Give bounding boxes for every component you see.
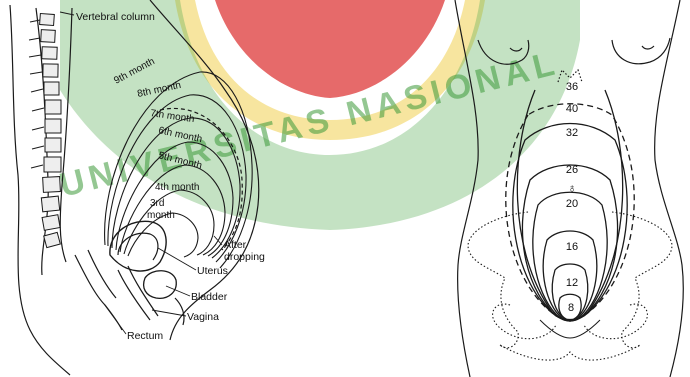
label-dropping: dropping — [224, 251, 265, 263]
week-label-40: 40 — [566, 103, 578, 115]
vertebrae — [40, 14, 61, 248]
right-breast — [612, 38, 670, 64]
month-label-3rd: 3rd — [150, 198, 164, 209]
leader-uterus — [158, 248, 196, 270]
rectum — [75, 250, 122, 330]
week-label-8: 8 — [568, 302, 574, 314]
label-rectum: Rectum — [127, 330, 163, 342]
bladder — [144, 271, 177, 299]
week-label-16: 16 — [566, 241, 578, 253]
pubic-bone — [175, 298, 184, 325]
ring-32 — [513, 124, 627, 321]
watermark: UNIVERSITAS NASIONAL — [56, 0, 580, 230]
month-label-3rd-month: month — [147, 210, 175, 221]
month-label-4: 4th month — [155, 182, 199, 193]
spinous-processes — [29, 20, 44, 168]
week-label-26: 26 — [566, 164, 578, 176]
leader-rectum — [104, 304, 126, 334]
week-label-12: 12 — [566, 277, 578, 289]
label-vertebral-column: Vertebral column — [76, 11, 155, 23]
leader-bladder — [166, 286, 190, 296]
right-nipple — [642, 46, 654, 49]
vagina-canal — [118, 266, 158, 320]
week-labels: 36 40 32 26 ♁ 20 16 12 8 — [566, 81, 578, 314]
leader-after-dropping — [214, 236, 222, 245]
pubic-arch — [540, 320, 600, 338]
week-label-20: 20 — [566, 198, 578, 210]
torso-right-outline — [655, 0, 684, 377]
label-bladder: Bladder — [191, 291, 228, 303]
label-uterus: Uterus — [197, 265, 228, 277]
navel-symbol: ♁ — [568, 181, 577, 195]
label-vagina: Vagina — [187, 311, 219, 323]
week-label-32: 32 — [566, 127, 578, 139]
week-label-36: 36 — [566, 81, 578, 93]
label-after: After — [224, 239, 247, 251]
